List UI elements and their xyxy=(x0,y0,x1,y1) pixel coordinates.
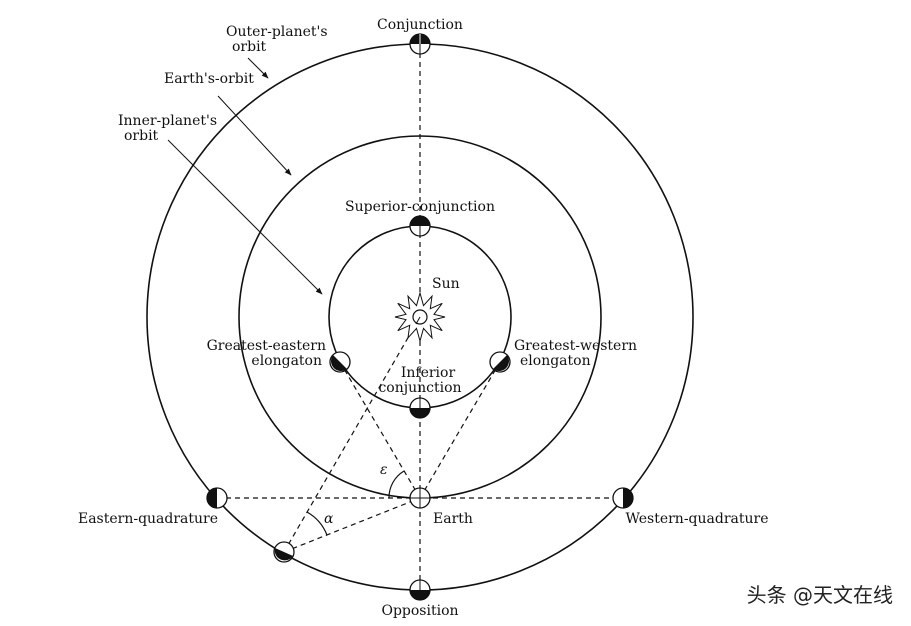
label-inner-orbit-line1: Inner-planet's xyxy=(118,113,217,129)
label-inferior-line2: conjunction xyxy=(378,380,461,396)
label-outer-orbit-line1: Outer-planet's xyxy=(226,24,328,40)
inner-orbit-arrow xyxy=(167,139,323,295)
planet-superior-conjunction xyxy=(409,215,431,237)
planet-greatest-western-elongation xyxy=(489,351,511,373)
label-outer-orbit-line2: orbit xyxy=(232,39,267,55)
outer-orbit-arrow xyxy=(247,57,269,79)
sun-icon xyxy=(394,291,446,343)
label-epsilon: ε xyxy=(380,462,388,478)
alpha-angle-arc xyxy=(306,511,328,536)
label-inner-orbit-line2: orbit xyxy=(124,128,159,144)
planet-inferior-conjunction xyxy=(409,397,431,419)
planet-opposition xyxy=(409,579,431,601)
label-inferior-line1: Inferior xyxy=(401,365,456,381)
label-sun: Sun xyxy=(432,276,460,292)
planet-eastern-quadrature xyxy=(206,487,228,509)
label-greatest-western-line2: elongaton xyxy=(520,353,591,369)
label-earth: Earth xyxy=(433,511,473,527)
planet-greatest-eastern-elongation xyxy=(329,351,351,373)
label-eastern-quadrature: Eastern-quadrature xyxy=(78,511,218,527)
label-conjunction: Conjunction xyxy=(377,17,463,33)
label-greatest-eastern-line2: elongaton xyxy=(251,353,322,369)
label-greatest-western-line1: Greatest-western xyxy=(514,338,637,354)
label-earth-orbit: Earth's-orbit xyxy=(164,71,254,87)
earth-orbit-arrow xyxy=(217,95,292,176)
planet-western-quadrature xyxy=(612,487,634,509)
label-alpha: α xyxy=(324,511,334,527)
epsilon-angle-arc xyxy=(388,470,405,499)
label-western-quadrature: Western-quadrature xyxy=(625,511,768,527)
label-opposition: Opposition xyxy=(381,603,458,619)
watermark: 头条 @天文在线 xyxy=(747,583,893,607)
label-greatest-eastern-line1: Greatest-eastern xyxy=(207,338,326,354)
earth-marker xyxy=(409,487,431,509)
planet-lower-left xyxy=(273,541,295,563)
label-superior-conjunction: Superior-conjunction xyxy=(345,199,495,215)
planet-conjunction xyxy=(409,33,431,55)
